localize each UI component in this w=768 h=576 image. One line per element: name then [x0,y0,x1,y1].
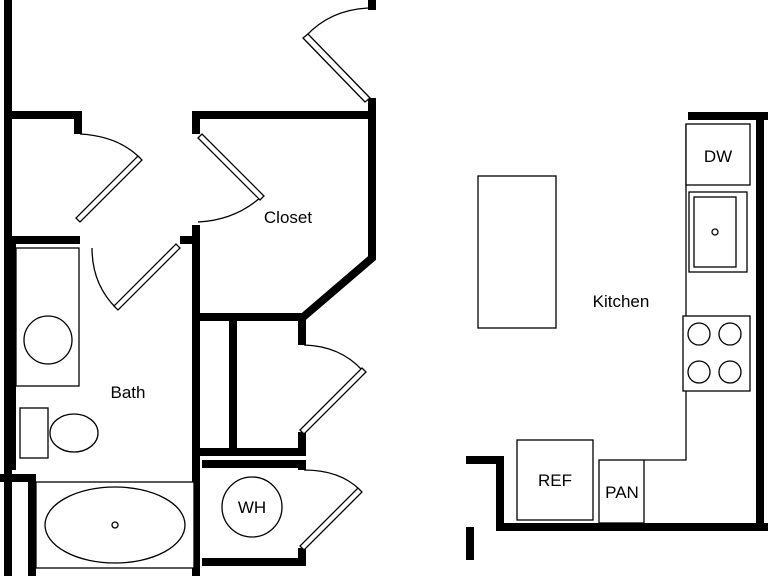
door-leaf [299,367,367,435]
range-burner-1 [687,322,711,346]
room-labels: Closet Bath Kitchen [111,208,650,402]
door-closet [197,133,265,223]
range-burner-2 [718,322,742,346]
hall-wall-top-right [192,111,372,134]
kitchen-fixtures: DW REF PAN [477,123,751,524]
door-upper-left [75,133,143,223]
pantry [598,459,645,524]
door-leaf [302,33,371,103]
door-leaf [113,243,181,311]
room-label-kitchen: Kitchen [593,292,650,311]
doors [75,7,371,551]
closet-right-wall [299,98,376,322]
door-leaf [299,487,363,551]
wh-closet-top-wall [202,460,306,470]
bath-fixtures [15,247,195,569]
door-top-center [302,7,371,103]
toilet-bowl [49,413,99,453]
toilet-tank [19,407,49,459]
kitchen-bottom-wall [466,456,768,531]
pantry-label: PAN [605,483,639,502]
room-label-bath: Bath [111,383,146,402]
door-swing-arc [91,247,117,309]
tub-drain [111,521,119,529]
door-bath [91,243,181,311]
room-label-closet: Closet [264,208,312,227]
hall-wall-top-left [4,111,82,134]
bath-sink [23,315,73,365]
water-heater-label: WH [238,498,266,517]
small-closet-bottom-wall [196,432,306,456]
dishwasher-label: DW [704,147,732,166]
door-leaf [197,133,265,201]
door-wh [299,469,363,551]
kitchen-sink-drain [711,228,719,236]
kitchen-island [477,175,557,329]
door-leaf [75,155,143,223]
dishwasher [685,123,751,186]
door-mid-closet [299,344,367,435]
wh-closet-bottom-wall [202,548,306,566]
range-burner-4 [718,360,742,384]
refrigerator-label: REF [538,471,572,490]
door-swing-arc [303,344,363,371]
tub-left-wall [0,474,36,576]
door-swing-arc [79,133,141,159]
refrigerator [516,439,594,521]
door-swing-arc [305,7,369,37]
kitchen-counter-edge [644,124,687,461]
door-swing-arc [197,195,263,223]
closet-bottom-wall [196,313,306,345]
range-burner-3 [687,360,711,384]
water-heater-circle [221,476,283,538]
water-heater: WH [221,476,283,538]
door-swing-arc [303,469,361,491]
